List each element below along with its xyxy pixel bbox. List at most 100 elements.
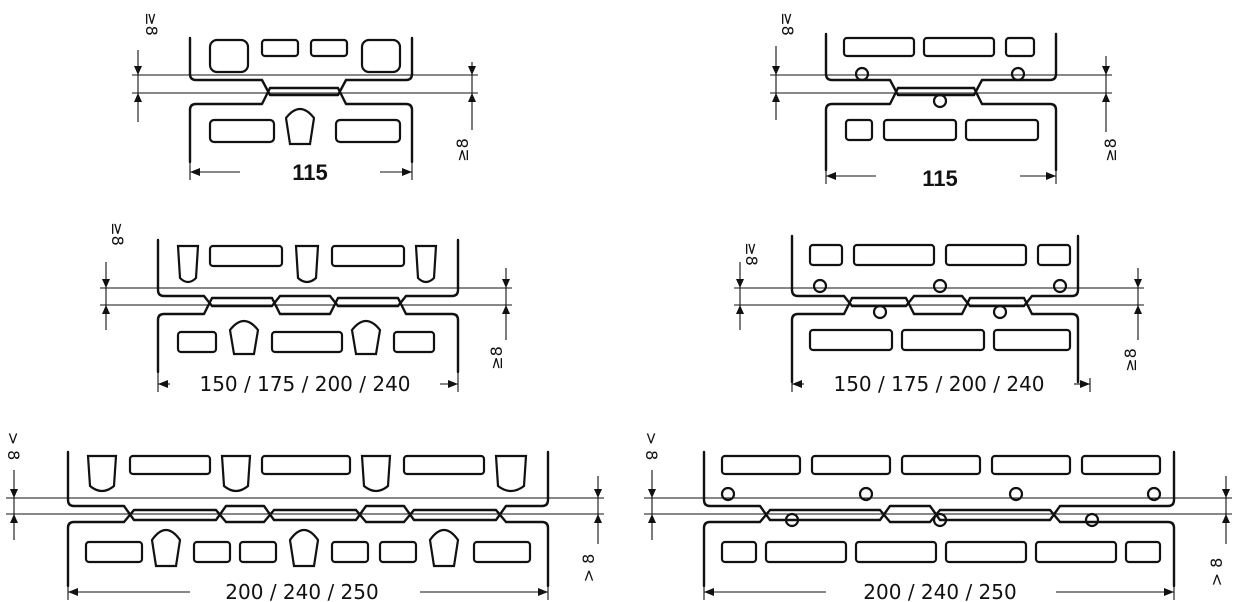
arrowhead [826, 172, 836, 180]
width-dimension-label: 150 / 175 / 200 / 240 [199, 372, 410, 396]
arrowhead [1102, 93, 1110, 102]
lower-cavity [720, 540, 758, 564]
grip-hole [1008, 486, 1024, 502]
gap-bottom-label: > 8 [579, 554, 598, 583]
upper-cavity [990, 454, 1072, 476]
gap-top-label: ≥8 [778, 12, 797, 36]
grip-hole [1010, 66, 1026, 82]
arrowhead [468, 66, 476, 75]
gap-bottom-label: ≥8 [453, 138, 472, 162]
lower-cavity [392, 330, 436, 354]
lower-cavity [964, 118, 1040, 142]
lower-cavity [1034, 540, 1118, 564]
arrowhead [772, 66, 780, 75]
upper-cavity [808, 243, 844, 267]
panel-200-250-circles: 200 / 240 / 250 > 8 > 8 [642, 432, 1232, 602]
lower-tapered-cavity [228, 319, 260, 356]
gap-top-label: ≥8 [108, 222, 127, 246]
gap-top-label: > 8 [4, 432, 23, 461]
lower-brick-outline [790, 296, 1080, 384]
grip-hole [932, 93, 948, 109]
arrowhead [10, 489, 18, 498]
upper-cavity [260, 454, 352, 476]
grip-hole [812, 278, 828, 294]
panel-115-circles: 115 ≥8 ≥8 [770, 12, 1120, 191]
width-dimension-label: 115 [292, 160, 328, 185]
lower-cavity [378, 540, 418, 564]
upper-cavity [944, 243, 1028, 267]
width-dimension-label: 150 / 175 / 200 / 240 [833, 372, 1044, 396]
upper-cavity [900, 454, 982, 476]
lower-cavity [1124, 540, 1162, 564]
grip-hole [1084, 512, 1100, 528]
lower-cavity [844, 118, 874, 142]
lower-cavity [764, 540, 848, 564]
arrowhead [648, 514, 656, 523]
arrowhead [1222, 514, 1230, 523]
lower-brick-outline [824, 86, 1058, 172]
lower-cavity [472, 540, 532, 564]
upper-cavity [208, 244, 284, 268]
width-dimension-label: 115 [922, 166, 958, 191]
lower-cavity [176, 330, 218, 354]
arrowhead [502, 305, 510, 314]
upper-cavity [330, 244, 406, 268]
arrowhead [190, 168, 200, 176]
lower-cavity [238, 540, 278, 564]
lower-tapered-cavity [284, 107, 316, 146]
arrowhead [1134, 305, 1142, 314]
grip-hole [858, 486, 874, 502]
gap-bottom-label: ≥8 [1121, 348, 1140, 372]
lower-brick-outline [188, 86, 414, 164]
grip-hole [992, 304, 1008, 320]
arrowhead [594, 514, 602, 523]
lower-cavity [854, 540, 938, 564]
lower-brick-outline [156, 296, 460, 374]
arrowhead [10, 514, 18, 523]
grip-hole [1052, 278, 1068, 294]
upper-brick-outline [156, 238, 460, 308]
upper-cavity [360, 38, 402, 74]
panel-150-240-tapered: 150 / 175 / 200 / 240 ≥8 ≥8 [100, 222, 512, 396]
gap-bottom-label: > 8 [1207, 558, 1226, 587]
upper-cavity [842, 36, 916, 58]
arrowhead [1222, 489, 1230, 498]
arrowhead [102, 279, 110, 288]
upper-tapered-cavity [294, 244, 320, 284]
upper-tapered-cavity [360, 454, 392, 493]
upper-cavity [1080, 454, 1162, 476]
upper-brick-outline [66, 450, 550, 522]
arrowhead [736, 305, 744, 314]
arrowhead [648, 489, 656, 498]
grip-hole [1146, 486, 1162, 502]
arrowhead [134, 93, 142, 102]
arrowhead [402, 168, 412, 176]
upper-tapered-cavity [494, 454, 528, 493]
upper-cavity [1036, 243, 1072, 267]
grip-hole [932, 278, 948, 294]
arrowhead [68, 588, 78, 596]
arrowhead [1134, 279, 1142, 288]
gap-bottom-label: ≥8 [487, 346, 506, 370]
upper-tapered-cavity [86, 454, 118, 493]
arrowhead [772, 93, 780, 102]
grip-hole [854, 66, 870, 82]
upper-tapered-cavity [176, 244, 200, 284]
gap-top-label: ≥8 [142, 12, 161, 36]
arrowhead [538, 588, 548, 596]
lower-cavity [208, 118, 276, 144]
lower-tapered-cavity [288, 528, 320, 568]
lower-tapered-cavity [350, 319, 382, 356]
arrowhead [134, 66, 142, 75]
arrowhead [468, 93, 476, 102]
lower-cavity [192, 540, 232, 564]
panel-200-250-tapered: 200 / 240 / 250 > 8 > 8 [4, 432, 604, 602]
arrowhead [1046, 172, 1056, 180]
arrowhead [502, 279, 510, 288]
gap-top-label: > 8 [642, 432, 661, 461]
upper-cavity [208, 38, 250, 74]
lower-cavity [944, 540, 1028, 564]
lower-cavity [808, 328, 894, 352]
width-dimension-label: 200 / 240 / 250 [863, 580, 1016, 602]
